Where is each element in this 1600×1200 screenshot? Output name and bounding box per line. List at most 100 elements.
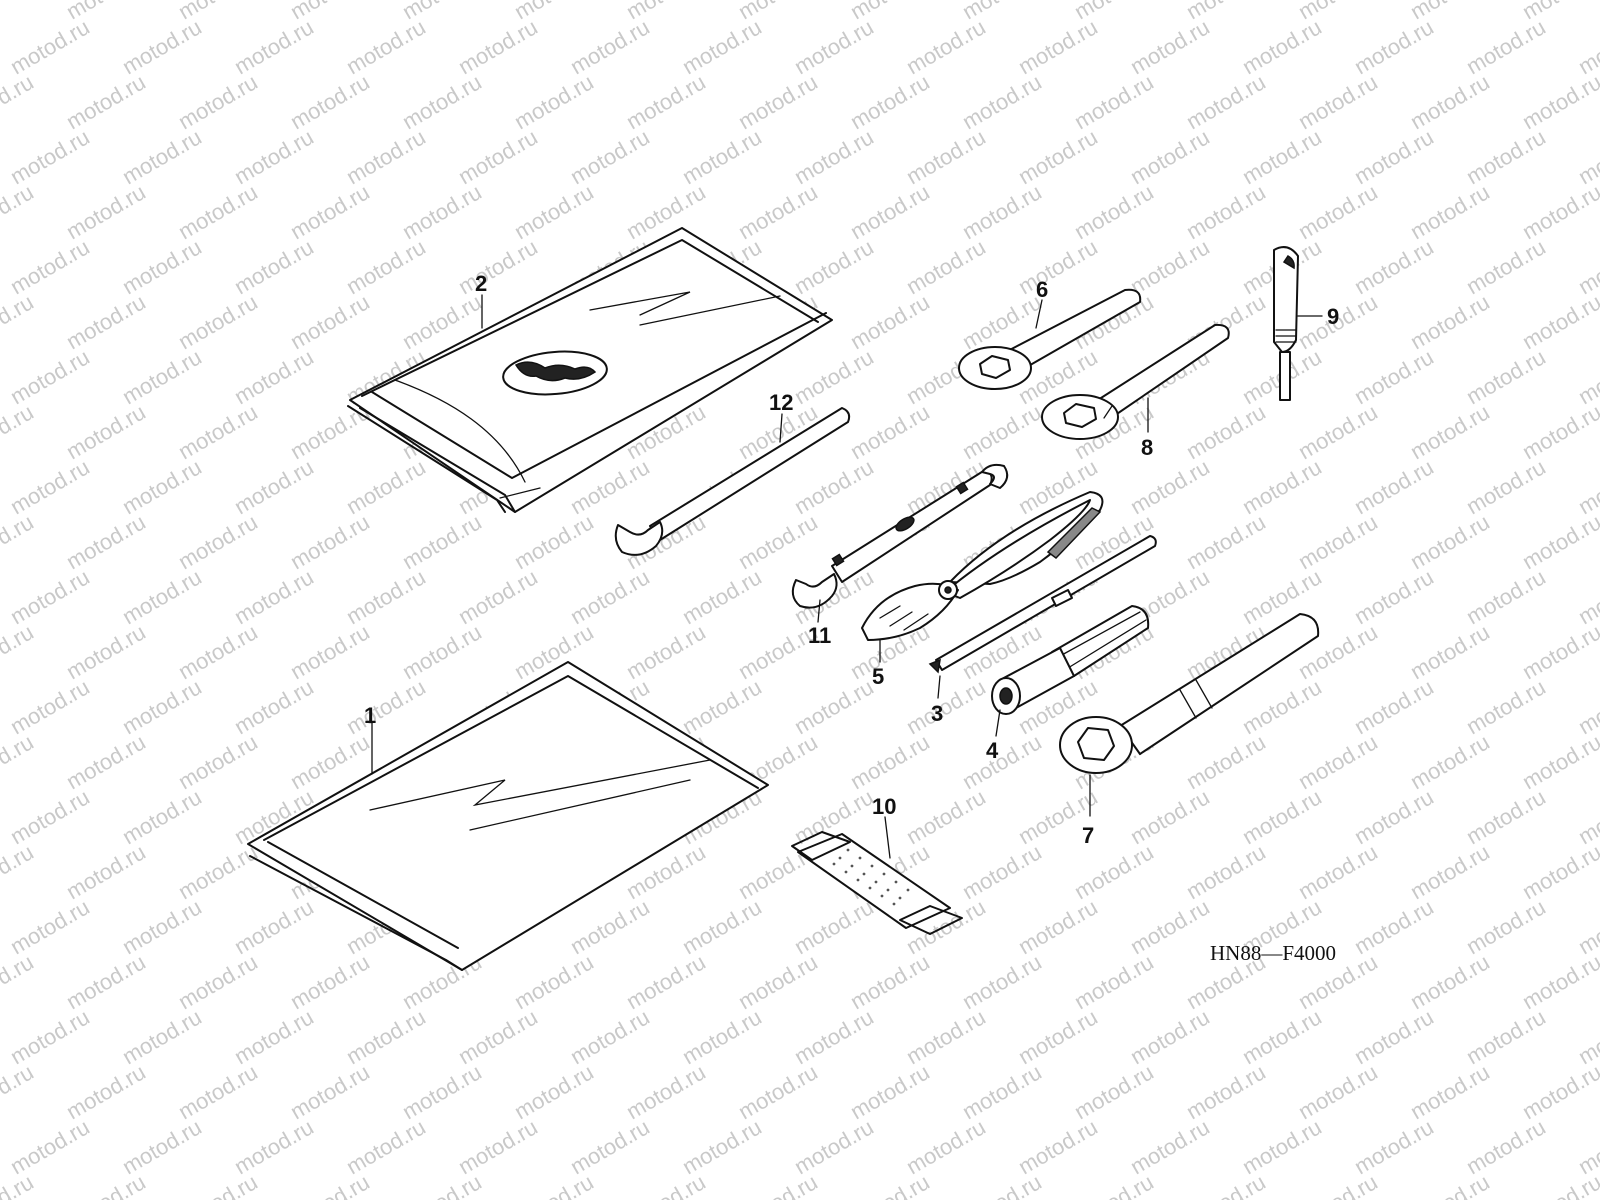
watermark-text: motod.ru — [174, 729, 262, 794]
watermark-text: motod.ru — [622, 1059, 710, 1124]
watermark-text: motod.ru — [118, 1004, 206, 1069]
watermark-text: motod.ru — [118, 234, 206, 299]
watermark-text: motod.ru — [1518, 69, 1600, 134]
watermark-text: motod.ru — [1182, 179, 1270, 244]
watermark-text: motod.ru — [1014, 1004, 1102, 1069]
watermark-text: motod.ru — [1294, 179, 1382, 244]
watermark-text: motod.ru — [1070, 839, 1158, 904]
watermark-text: motod.ru — [286, 1059, 374, 1124]
watermark-text: motod.ru — [1518, 839, 1600, 904]
watermark-text: motod.ru — [398, 1059, 486, 1124]
callouts: 1 2 3 4 5 6 7 8 9 10 11 12 — [364, 271, 1339, 848]
watermark-text: motod.ru — [510, 1169, 598, 1200]
open-end-wrench-drawing[interactable] — [614, 407, 851, 556]
watermark-text: motod.ru — [398, 1169, 486, 1200]
watermark-text: motod.ru — [1350, 1114, 1438, 1179]
watermark-text: motod.ru — [1518, 1059, 1600, 1124]
watermark-text: motod.ru — [1126, 124, 1214, 189]
watermark-text: motod.ru — [1574, 1114, 1600, 1179]
strap-drawing[interactable] — [791, 831, 963, 935]
watermark-text: motod.ru — [902, 1114, 990, 1179]
callout-12: 12 — [769, 390, 793, 415]
socket-wrench-drawing[interactable] — [991, 605, 1150, 715]
watermark-text: motod.ru — [1182, 1169, 1270, 1200]
watermark-text: motod.ru — [1518, 949, 1600, 1014]
watermark-text: motod.ru — [1462, 454, 1550, 519]
callout-1: 1 — [364, 703, 376, 728]
watermark-text: motod.ru — [1406, 69, 1494, 134]
watermark-text: motod.ru — [1406, 729, 1494, 794]
watermark-text: motod.ru — [846, 729, 934, 794]
watermark-text: motod.ru — [958, 1169, 1046, 1200]
callout-10: 10 — [872, 794, 896, 819]
watermark-text: motod.ru — [1014, 894, 1102, 959]
watermark-text: motod.ru — [174, 949, 262, 1014]
watermark-text: motod.ru — [1574, 674, 1600, 739]
watermark-text: motod.ru — [958, 729, 1046, 794]
tool-bag-drawing[interactable] — [347, 227, 833, 513]
watermark-text: motod.ru — [1462, 124, 1550, 189]
diagram-code: HN88—F4000 — [1210, 941, 1336, 965]
watermark-text: motod.ru — [6, 894, 94, 959]
watermark-text: motod.ru — [566, 14, 654, 79]
screwdriver-drawing[interactable] — [928, 535, 1157, 674]
watermark-text: motod.ru — [6, 1114, 94, 1179]
watermark-text: motod.ru — [622, 179, 710, 244]
watermark-text: motod.ru — [846, 949, 934, 1014]
watermark-text: motod.ru — [958, 949, 1046, 1014]
watermark-text: motod.ru — [1070, 949, 1158, 1014]
watermark-text: motod.ru — [1574, 1004, 1600, 1069]
watermark-text: motod.ru — [734, 949, 822, 1014]
ring-wrench-drawing[interactable] — [958, 288, 1142, 390]
watermark-text: motod.ru — [1518, 179, 1600, 244]
watermark-text: motod.ru — [1182, 69, 1270, 134]
watermark-text: motod.ru — [1574, 564, 1600, 629]
watermark-text: motod.ru — [1462, 234, 1550, 299]
watermark-text: motod.ru — [734, 1169, 822, 1200]
watermark-text: motod.ru — [510, 949, 598, 1014]
watermark-text: motod.ru — [678, 674, 766, 739]
ring-wrench-2-drawing[interactable] — [1041, 323, 1230, 440]
watermark-text: motod.ru — [62, 949, 150, 1014]
pliers-drawing[interactable] — [861, 491, 1104, 641]
watermark-text: motod.ru — [790, 674, 878, 739]
watermark-text: motod.ru — [1350, 454, 1438, 519]
watermark-text: motod.ru — [1070, 69, 1158, 134]
watermark-text: motod.ru — [734, 69, 822, 134]
owners-manual-pouch-drawing[interactable] — [247, 661, 769, 971]
watermark-text: motod.ru — [118, 564, 206, 629]
watermark-text: motod.ru — [0, 619, 38, 684]
watermark-text: motod.ru — [6, 784, 94, 849]
watermark-text: motod.ru — [1238, 1114, 1326, 1179]
box-wrench-drawing[interactable] — [1059, 613, 1320, 774]
watermark-text: motod.ru — [230, 344, 318, 409]
watermark-text: motod.ru — [342, 234, 430, 299]
watermark-text: motod.ru — [1406, 839, 1494, 904]
watermark-text: motod.ru — [1238, 124, 1326, 189]
watermark-text: motod.ru — [398, 619, 486, 684]
watermark-text: motod.ru — [510, 179, 598, 244]
watermark-text: motod.ru — [1574, 894, 1600, 959]
screwdriver-handle-drawing[interactable] — [1273, 246, 1299, 401]
watermark-text: motod.ru — [1126, 14, 1214, 79]
watermark-text: motod.ru — [230, 674, 318, 739]
watermark-text: motod.ru — [678, 564, 766, 629]
double-open-end-wrench-drawing[interactable] — [791, 463, 1009, 609]
watermark-text: motod.ru — [678, 124, 766, 189]
watermark-text: motod.ru — [1518, 729, 1600, 794]
watermark-text: motod.ru — [230, 14, 318, 79]
watermark-text: motod.ru — [1182, 399, 1270, 464]
watermark-text: motod.ru — [1574, 454, 1600, 519]
watermark-text: motod.ru — [1014, 234, 1102, 299]
watermark-text: motod.ru — [62, 619, 150, 684]
watermark-text: motod.ru — [1350, 784, 1438, 849]
watermark-text: motod.ru — [1182, 509, 1270, 574]
watermark-text: motod.ru — [566, 564, 654, 629]
watermark-text: motod.ru — [1518, 1169, 1600, 1200]
callout-4: 4 — [986, 738, 999, 763]
watermark-text: motod.ru — [174, 179, 262, 244]
callout-5: 5 — [872, 664, 884, 689]
watermark-text: motod.ru — [230, 454, 318, 519]
watermark-text: motod.ru — [174, 839, 262, 904]
